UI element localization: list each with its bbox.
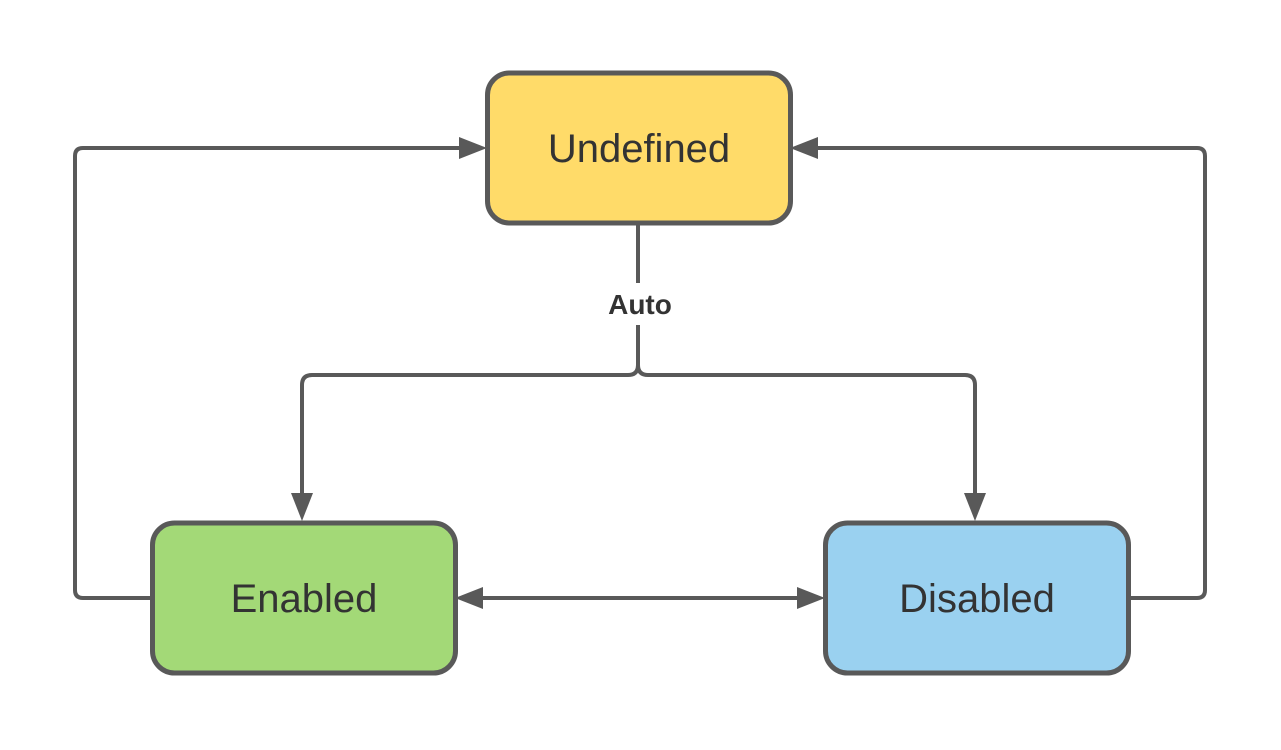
arrowhead-into-disabled-left-icon — [797, 587, 825, 609]
arrowhead-into-undefined-left-icon — [459, 137, 487, 159]
edge-undefined-to-enabled — [300, 225, 640, 493]
node-enabled: Enabled — [150, 520, 458, 676]
node-undefined-shape — [485, 70, 793, 226]
edge-label-backing — [598, 283, 682, 325]
node-enabled-shape — [150, 520, 458, 676]
node-enabled-label: Enabled — [231, 577, 378, 621]
node-disabled: Disabled — [823, 520, 1131, 676]
arrowhead-into-undefined-right-icon — [790, 137, 818, 159]
arrowhead-into-enabled-top-icon — [291, 493, 313, 521]
edge-label-auto: Auto — [608, 289, 672, 320]
arrowhead-into-enabled-right-icon — [455, 587, 483, 609]
node-disabled-shape — [823, 520, 1131, 676]
arrowhead-into-disabled-top-icon — [964, 493, 986, 521]
node-disabled-label: Disabled — [899, 577, 1055, 621]
node-undefined: Undefined — [485, 70, 793, 226]
node-undefined-label: Undefined — [548, 127, 730, 171]
edge-undefined-to-disabled — [636, 225, 977, 493]
edge-disabled-to-undefined — [818, 146, 1207, 600]
edge-enabled-to-undefined — [73, 146, 459, 600]
